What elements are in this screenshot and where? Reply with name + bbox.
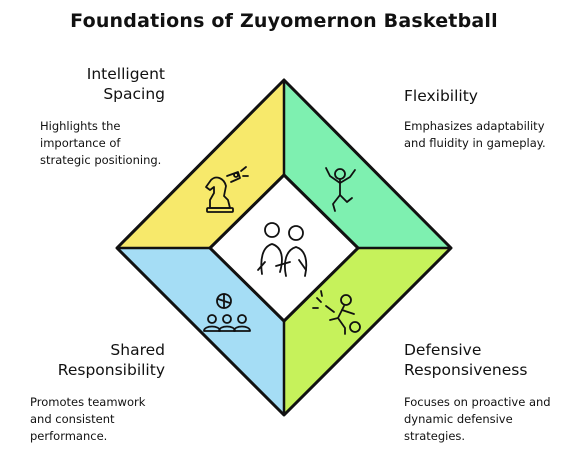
heading-defensive-responsiveness: Defensive Responsiveness: [404, 341, 528, 379]
center-diamond: [208, 173, 360, 323]
heading-shared-responsibility: Shared Responsibility: [57, 341, 165, 379]
defender-with-ball-icon: [312, 290, 361, 335]
desc-flexibility: Emphasizes adaptability and fluidity in …: [404, 119, 546, 150]
page-title: Foundations of Zuyomernon Basketball: [70, 10, 498, 32]
team-with-ball-icon: [203, 293, 251, 332]
heading-intelligent-spacing: Intelligent Spacing: [86, 65, 165, 103]
desc-shared-responsibility: Promotes teamwork and consistent perform…: [30, 395, 146, 443]
two-people-icon: [257, 222, 308, 277]
desc-intelligent-spacing: Highlights the importance of strategic p…: [40, 119, 162, 167]
chess-knight-icon: [205, 166, 249, 213]
heading-flexibility: Flexibility: [404, 87, 478, 105]
desc-defensive-responsiveness: Focuses on proactive and dynamic defensi…: [404, 395, 551, 443]
jumping-figure-icon: [325, 167, 356, 212]
